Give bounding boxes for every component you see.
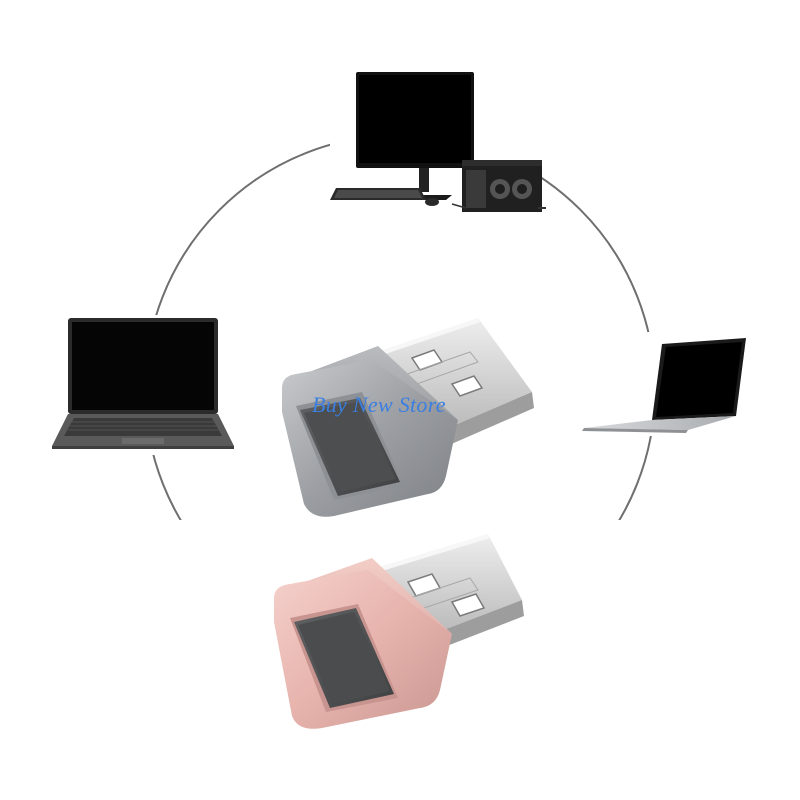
usb-key-silver <box>255 315 545 525</box>
laptop-left-icon <box>50 315 240 455</box>
desktop-pc-icon <box>330 72 546 215</box>
usb-key-pink <box>274 534 524 729</box>
laptop-right-icon <box>578 332 754 436</box>
